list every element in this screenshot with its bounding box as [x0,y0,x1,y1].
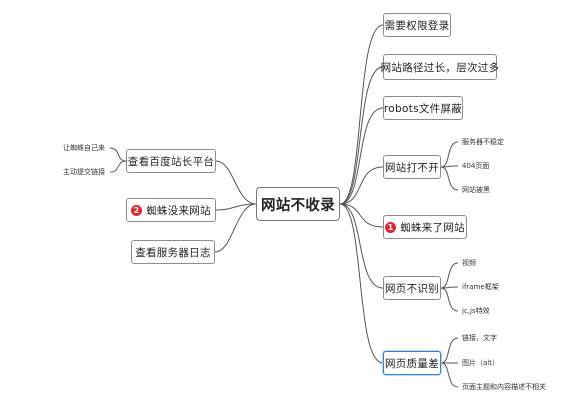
leaf-topic-mismatch[interactable]: 页面主题和内容描述不相关 [462,383,546,391]
lowquality-to-leaf-0 [440,337,459,364]
priority-1-badge-icon: 1 [385,221,397,233]
center-to-right-branch-1 [339,66,384,205]
topic-page-unrecognized[interactable]: 网页不识别 [383,276,441,300]
center-to-right-branch-3 [339,166,384,205]
center-to-right-branch-2 [339,107,384,205]
topic-label: 查看百度站长平台 [127,155,215,168]
topic-label: 网站打不开 [385,161,439,174]
topic-baidu-webmaster[interactable]: 查看百度站长平台 [126,149,216,173]
topic-server-logs[interactable]: 查看服务器日志 [131,240,215,264]
unreachable-to-leaf-2 [440,166,459,191]
leaf-spider-come-itself[interactable]: 让蜘蛛自己来 [63,144,105,152]
center-to-right-branch-5 [339,203,384,289]
topic-label: 网页不识别 [385,282,439,295]
topic-site-unreachable[interactable]: 网站打不开 [383,155,441,179]
center-to-left-branch-0 [215,160,257,205]
topic-label: 需要权限登录 [384,19,450,32]
center-to-right-branch-0 [339,24,384,205]
topic-long-path[interactable]: 网站路径过长，层次过多 [380,54,500,80]
topic-label: robots文件屏蔽 [383,102,463,115]
unrecognized-to-leaf-0 [440,262,459,289]
leaf-404-page[interactable]: 404页面 [462,162,490,170]
topic-label: 蜘蛛来了网站 [400,221,465,234]
baidu-to-leaf-1 [109,160,127,173]
center-to-left-branch-2 [214,203,257,253]
topic-label: 网页质量差 [385,357,439,370]
leaf-video[interactable]: 视频 [462,259,476,267]
leaf-iframe[interactable]: iframe框架 [462,283,499,291]
topic-spider-not-came[interactable]: 2 蜘蛛没来网站 [126,198,216,222]
leaf-submit-links[interactable]: 主动提交链接 [63,168,105,176]
leaf-server-unstable[interactable]: 服务器不稳定 [462,138,504,146]
topic-login-required[interactable]: 需要权限登录 [383,13,451,37]
unrecognized-to-leaf-2 [440,287,459,312]
leaf-image-alt[interactable]: 图片（alt） [462,359,499,367]
center-to-left-branch-1 [215,203,257,211]
unreachable-to-leaf-0 [440,141,459,168]
central-topic-label: 网站不收录 [261,197,335,214]
lowquality-to-leaf-2 [440,362,459,388]
topic-low-quality-selected[interactable]: 网页质量差 [383,351,441,375]
topic-robots-blocked[interactable]: robots文件屏蔽 [383,96,463,120]
priority-2-badge-icon: 2 [131,204,143,216]
topic-spider-came[interactable]: 1 蜘蛛来了网站 [383,215,467,239]
topic-label: 查看服务器日志 [135,246,211,259]
baidu-to-leaf-0 [109,147,127,162]
leaf-js-effects[interactable]: jc,js特效 [462,307,490,315]
center-to-right-branch-4 [339,203,384,228]
topic-label: 蜘蛛没来网站 [146,204,211,217]
leaf-site-hacked[interactable]: 网站被黑 [462,186,490,194]
topic-label: 网站路径过长，层次过多 [380,61,500,74]
leaf-links-text[interactable]: 链接，文字 [462,334,497,342]
center-to-right-branch-6 [339,203,384,364]
central-topic[interactable]: 网站不收录 [256,187,340,221]
